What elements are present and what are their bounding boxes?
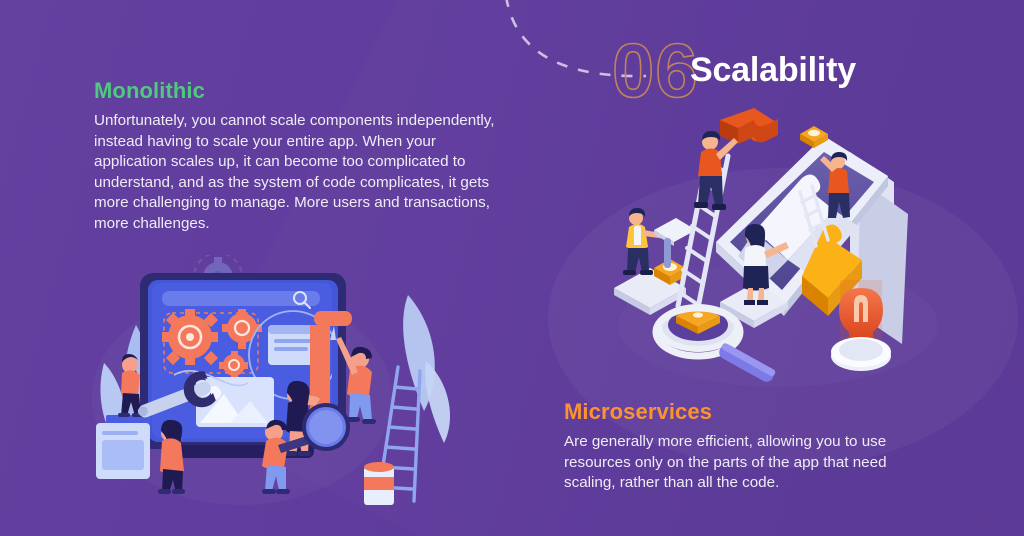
microservices-heading: Microservices [564,399,713,424]
microservices-illustration [614,108,908,382]
section-number: 06 [611,29,699,114]
microservices-text-block: Microservices Are generally more efficie… [564,399,939,494]
microservices-body: Are generally more efficient, allowing y… [564,433,887,492]
monolithic-illustration [96,255,450,505]
background-ellipse-left [92,290,392,505]
monolithic-heading: Monolithic [94,78,205,103]
monolithic-body: Unfortunately, you cannot scale componen… [94,112,495,232]
section-title: Scalability [690,51,856,89]
monolithic-text-block: Monolithic Unfortunately, you cannot sca… [94,78,504,235]
